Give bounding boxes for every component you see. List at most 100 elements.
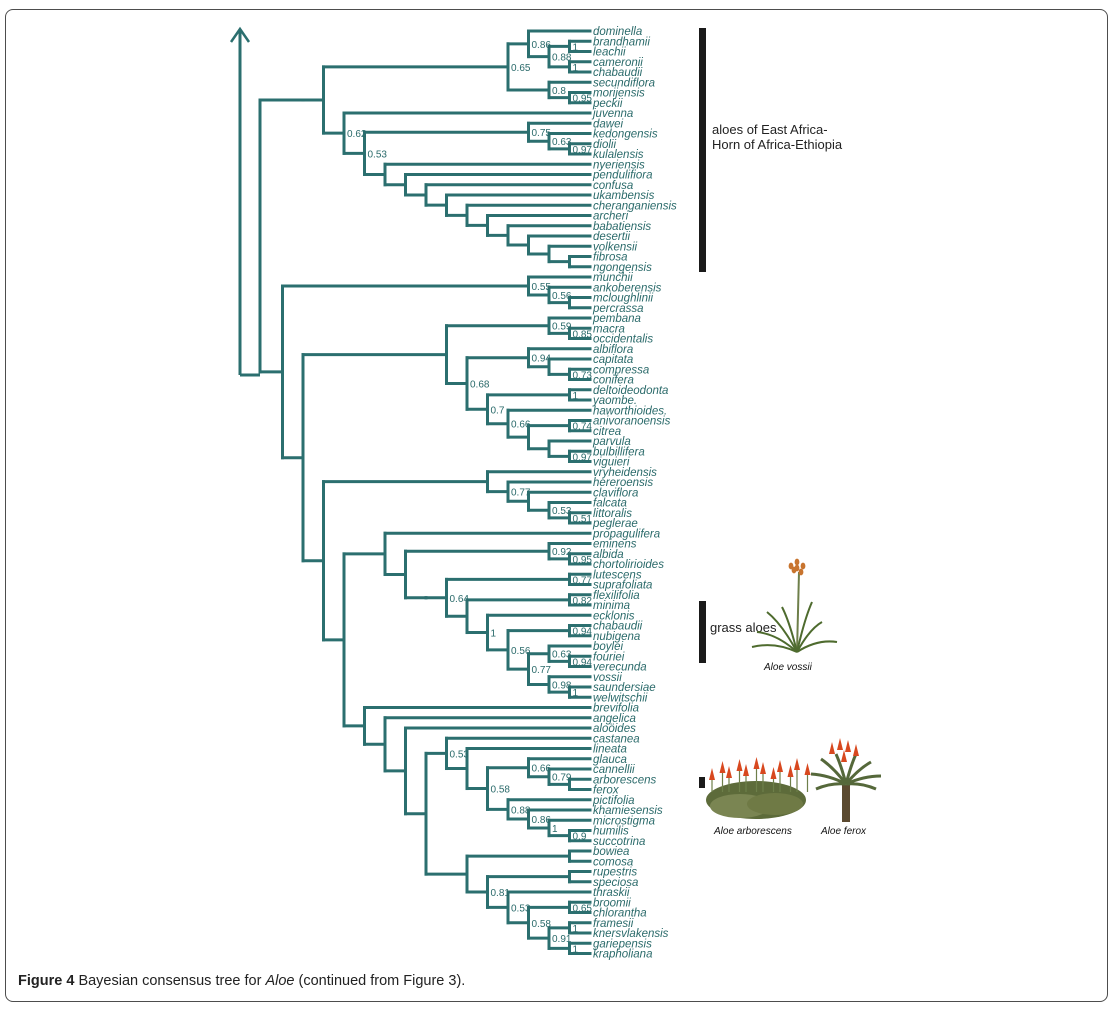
support-value: 0.51 xyxy=(573,514,593,525)
taxon-label: chortolirioides xyxy=(593,559,664,571)
caption-genus: Aloe xyxy=(265,973,295,989)
support-value: 0.86 xyxy=(532,40,552,51)
taxon-label: lutescens xyxy=(593,569,642,581)
clade-label-east-africa: aloes of East Africa- xyxy=(712,122,828,137)
taxon-label: brandhamii xyxy=(593,36,650,48)
support-value: 0.58 xyxy=(532,919,552,930)
taxon-label: flexilifolia xyxy=(593,590,640,602)
support-value: 0.85 xyxy=(573,329,593,340)
taxon-label: archeri xyxy=(593,211,629,223)
taxon-label: propagulifera xyxy=(592,528,660,540)
taxon-label: gariepensis xyxy=(593,938,652,950)
taxon-label: fouriei xyxy=(593,651,625,663)
support-value: 0.73 xyxy=(573,370,593,381)
support-value: 0.77 xyxy=(511,488,531,499)
taxon-label: eminens xyxy=(593,539,637,551)
taxon-label: khamiesensis xyxy=(593,805,663,817)
support-value: 0.88 xyxy=(511,805,531,816)
support-value: 0.53 xyxy=(552,506,572,517)
support-value: 0.88 xyxy=(552,53,572,64)
figure-caption: Figure 4 Bayesian consensus tree for Alo… xyxy=(18,973,465,989)
photo-caption-ferox: Aloe ferox xyxy=(820,826,867,837)
support-value: 0.63 xyxy=(552,137,572,148)
taxon-label: leachii xyxy=(593,47,626,59)
taxon-label: ngongensis xyxy=(593,262,652,274)
taxon-label: diolii xyxy=(593,139,616,151)
support-value: 0.92 xyxy=(552,547,572,558)
support-value: 0.63 xyxy=(552,650,572,661)
figure-frame xyxy=(5,9,1108,1002)
support-value: 1 xyxy=(491,629,497,640)
taxon-label: dominella xyxy=(593,26,642,38)
taxon-label: albiflora xyxy=(593,344,633,356)
support-value: 0.97 xyxy=(573,452,593,463)
support-value: 1 xyxy=(552,824,558,835)
taxon-label: conifera xyxy=(593,375,634,387)
support-value: 0.62 xyxy=(347,129,367,140)
taxon-label: rupestris xyxy=(593,867,637,879)
clade-label-grass-aloes: grass aloes xyxy=(710,620,777,635)
taxon-label: claviflora xyxy=(593,487,638,499)
support-value: 0.9 xyxy=(573,832,587,843)
taxon-label: ecklonis xyxy=(593,610,635,622)
taxon-label: hereroensis xyxy=(593,477,653,489)
taxon-label: munchii xyxy=(593,272,633,284)
support-value: 1 xyxy=(573,391,579,402)
taxon-label: cheranganiensis xyxy=(593,200,677,212)
clade-bar-east-africa xyxy=(699,28,706,272)
support-value: 0.59 xyxy=(552,322,572,333)
taxon-label: macra xyxy=(593,323,625,335)
support-value: 0.66 xyxy=(511,420,531,431)
support-value: 0.8 xyxy=(552,86,566,97)
taxon-label: viguieri xyxy=(593,457,630,469)
taxon-label: pictifolia xyxy=(592,795,635,807)
taxon-label: secundiflora xyxy=(593,77,655,89)
taxon-label: bowiea xyxy=(593,846,629,858)
taxon-label: nyeriensis xyxy=(593,159,645,171)
taxon-label: bulbillifera xyxy=(593,446,645,458)
taxon-label: anivoranoensis xyxy=(593,416,671,428)
taxon-label: krapholiana xyxy=(593,949,652,961)
taxon-label: albida xyxy=(593,549,624,561)
support-value: 0.91 xyxy=(552,934,572,945)
taxon-label: citrea xyxy=(593,426,621,438)
taxon-label: comosa xyxy=(593,856,633,868)
support-value: 0.64 xyxy=(450,594,470,605)
taxon-label: confusa xyxy=(593,180,633,192)
caption-text-before: Bayesian consensus tree for xyxy=(78,973,262,989)
taxon-label: morijensis xyxy=(593,88,645,100)
taxon-label: ferox xyxy=(593,785,620,797)
support-value: 1 xyxy=(573,944,579,955)
support-value: 0.53 xyxy=(368,149,388,160)
taxon-label: lineata xyxy=(593,744,627,756)
support-value: 1 xyxy=(573,63,579,74)
support-value: 0.65 xyxy=(511,63,531,74)
support-value: 0.77 xyxy=(532,665,552,676)
taxon-label: percrassa xyxy=(592,303,644,315)
clade-bar-arborescens xyxy=(699,777,705,788)
taxon-label: fibrosa xyxy=(593,252,628,264)
up-arrow-icon xyxy=(229,26,251,43)
taxon-label: compressa xyxy=(593,364,649,376)
clade-bar-grass-aloes xyxy=(699,601,706,663)
taxon-label: peglerae xyxy=(592,518,638,530)
support-value: 0.98 xyxy=(552,680,572,691)
taxon-label: brevifolia xyxy=(593,703,639,715)
support-value: 0.94 xyxy=(573,657,593,668)
taxon-label: volkensii xyxy=(593,241,638,253)
taxon-label: succotrina xyxy=(593,836,645,848)
taxon-label: vossii xyxy=(593,672,622,684)
photo-caption-vossii: Aloe vossii xyxy=(763,662,813,673)
taxon-label: arborescens xyxy=(593,774,657,786)
support-value: 0.53 xyxy=(450,749,470,760)
support-value: 0.77 xyxy=(573,575,593,586)
taxon-label: verecunda xyxy=(593,662,647,674)
support-value: 1 xyxy=(573,688,579,699)
taxon-label: thraskii xyxy=(593,887,630,899)
support-value: 0.79 xyxy=(552,773,572,784)
support-value: 0.68 xyxy=(470,380,490,391)
taxon-label: falcata xyxy=(593,498,627,510)
support-value: 0.95 xyxy=(573,94,593,105)
taxon-label: knersvlakensis xyxy=(593,928,669,940)
taxon-label: capitata xyxy=(593,354,633,366)
